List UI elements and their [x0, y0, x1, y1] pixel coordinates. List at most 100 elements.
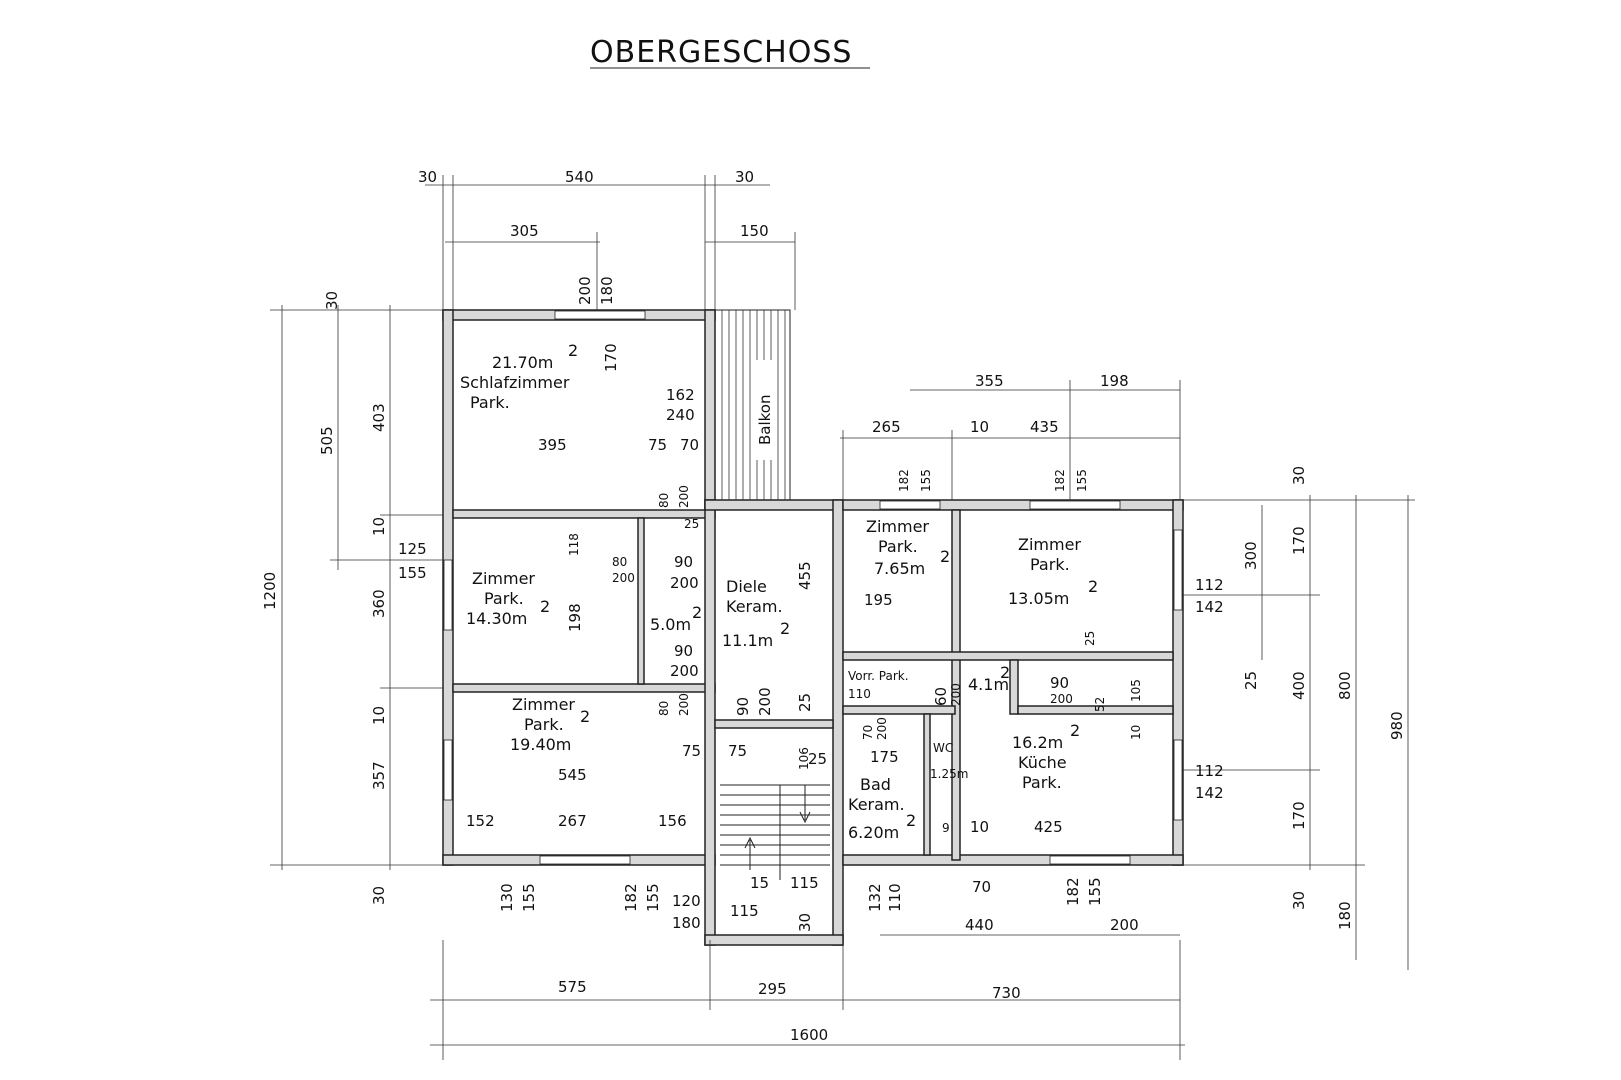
- dim-interior-49: 25: [808, 750, 827, 768]
- window-1: [554, 310, 646, 320]
- dim-top1-c: 30: [735, 168, 754, 186]
- kueche-floor: Park.: [1022, 773, 1062, 792]
- dim-bottom-right-b: 200: [1110, 916, 1139, 934]
- window-7: [1049, 855, 1131, 865]
- zimmer4-floor: Park.: [1030, 555, 1070, 574]
- dim-interior-52: 175: [870, 748, 899, 766]
- sup: 2: [1070, 721, 1080, 740]
- dim-interior-73: 9: [942, 821, 950, 835]
- bath-small-area: 5.0m: [650, 615, 691, 634]
- dim-interior-64: 15: [750, 874, 769, 892]
- windows: [443, 310, 1183, 865]
- dimension-lines: 30 540 30 305 150 355 198 265 10 435 575…: [261, 168, 1415, 1060]
- dim-interior-33: 60: [932, 687, 950, 706]
- dim-interior-25: 155: [1075, 469, 1089, 492]
- bad-name: Bad: [860, 775, 891, 794]
- dim-interior-11: 155: [398, 564, 427, 582]
- wall-stair-bottom: [704, 934, 844, 946]
- dim-interior-31: 142: [1195, 784, 1224, 802]
- dim-right-top1-a: 355: [975, 372, 1004, 390]
- dim-interior-60: 182: [622, 883, 640, 912]
- dim-right2-a: 800: [1336, 671, 1354, 700]
- wall-stair-left: [704, 499, 716, 946]
- sup: 2: [540, 597, 550, 616]
- walls: [442, 309, 1184, 946]
- zimmer3-floor: Park.: [878, 537, 918, 556]
- dim-interior-51: 200: [875, 717, 889, 740]
- dim-top2-b: 150: [740, 222, 769, 240]
- dim-left3-f: 30: [370, 886, 388, 905]
- wall-h2: [452, 683, 716, 693]
- wall-balkon-left: [704, 309, 716, 511]
- dim-interior-42: 90: [734, 697, 752, 716]
- kueche-area: 16.2m: [1012, 733, 1063, 752]
- sup: 2: [940, 547, 950, 566]
- dim-right4-b: 25: [1242, 671, 1260, 690]
- dim-interior-61: 155: [644, 883, 662, 912]
- dim-interior-62: 120: [672, 892, 701, 910]
- dim-interior-44: 25: [796, 693, 814, 712]
- dim-left3-e: 357: [370, 761, 388, 790]
- dim-interior-35: 90: [1050, 674, 1069, 692]
- zimmer4-name: Zimmer: [1018, 535, 1081, 554]
- dim-left-outer: 1200: [261, 572, 279, 610]
- dim-interior-2: 170: [602, 343, 620, 372]
- window-8: [879, 500, 941, 510]
- schlafzimmer-floor: Park.: [470, 393, 510, 412]
- dim-interior-28: 112: [1195, 576, 1224, 594]
- dim-interior-56: 267: [558, 812, 587, 830]
- zimmer1-area: 14.30m: [466, 609, 527, 628]
- zimmer3-area: 7.65m: [874, 559, 925, 578]
- dim-interior-30: 112: [1195, 762, 1224, 780]
- window-2: [443, 559, 453, 631]
- window-6: [1173, 739, 1183, 821]
- dim-interior-26: 195: [864, 591, 893, 609]
- dim-interior-47: 545: [558, 766, 587, 784]
- sup: 2: [1000, 663, 1010, 682]
- dim-interior-24: 182: [1053, 469, 1067, 492]
- dim-interior-66: 115: [730, 902, 759, 920]
- dim-left3-c: 10: [370, 517, 388, 536]
- dim-interior-48: 106: [797, 747, 811, 770]
- dim-left3-b: 360: [370, 589, 388, 618]
- dim-bottom1-b: 295: [758, 980, 787, 998]
- vorraum-area: 4.1m: [968, 675, 1009, 694]
- dim-left3-a: 403: [370, 403, 388, 432]
- dim-interior-3: 162: [666, 386, 695, 404]
- zimmer3-name: Zimmer: [866, 517, 929, 536]
- dim-interior-65: 115: [790, 874, 819, 892]
- wall-wc: [923, 713, 931, 856]
- dim-interior-41: 200: [677, 693, 691, 716]
- dim-interior-0: 200: [576, 276, 594, 305]
- wc-area: 1.25m: [930, 767, 968, 781]
- balkon-outline: [714, 309, 791, 501]
- dim-left2: 505: [318, 426, 336, 455]
- dim-right3-a: 170: [1290, 526, 1308, 555]
- dim-top2-a: 305: [510, 222, 539, 240]
- zimmer1-name: Zimmer: [472, 569, 535, 588]
- zimmer2-area: 19.40m: [510, 735, 571, 754]
- plan-title: OBERGESCHOSS: [590, 35, 852, 70]
- wall-kueche-top: [1017, 705, 1174, 715]
- wall-bottom-right: [842, 854, 1184, 866]
- dim-right-outer: 980: [1388, 711, 1406, 740]
- vorraum-label: Vorr. Park.: [848, 669, 909, 683]
- schlafzimmer-area: 21.70m: [492, 353, 553, 372]
- dim-interior-43: 200: [756, 687, 774, 716]
- staircase: [720, 784, 830, 880]
- dim-interior-58: 130: [498, 883, 516, 912]
- dim-interior-29: 142: [1195, 598, 1224, 616]
- zimmer2-name: Zimmer: [512, 695, 575, 714]
- dim-interior-32: 110: [848, 687, 871, 701]
- dim-interior-45: 75: [682, 742, 701, 760]
- dim-interior-50: 70: [861, 725, 875, 740]
- wall-vorraum-right: [1009, 659, 1019, 715]
- dim-interior-14: 200: [612, 571, 635, 585]
- dim-interior-36: 200: [1050, 692, 1073, 706]
- dim-bottom1-c: 730: [992, 984, 1021, 1002]
- balkon-label-bg: [756, 360, 774, 460]
- dim-interior-53: 10: [970, 818, 989, 836]
- dim-left-small: 30: [323, 291, 341, 310]
- wall-diele-top: [704, 499, 844, 511]
